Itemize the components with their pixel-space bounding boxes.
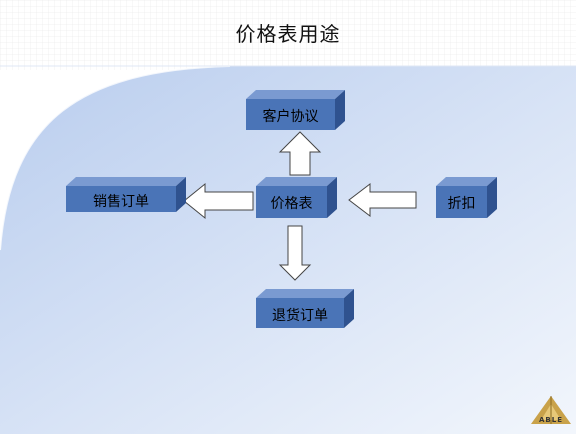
box-price-list — [256, 177, 337, 218]
white-arc — [0, 65, 231, 251]
header-grid — [0, 0, 576, 70]
box-discount — [436, 177, 497, 218]
able-logo-text: ABLE — [539, 416, 563, 424]
label-discount: 折扣 — [447, 196, 476, 212]
arrow-up — [278, 131, 322, 176]
arrow-down — [278, 225, 312, 281]
label-price-list: 价格表 — [270, 196, 313, 212]
label-sales-order: 销售订单 — [93, 194, 149, 210]
label-return-order: 退货订单 — [272, 308, 328, 324]
slide-title: 价格表用途 — [235, 22, 341, 46]
box-customer-agreement — [246, 90, 345, 130]
label-customer-agreement: 客户协议 — [262, 109, 319, 125]
arrow-left — [183, 182, 254, 220]
box-sales-order — [66, 177, 186, 212]
arrow-from-discount — [348, 182, 417, 218]
box-return-order — [256, 289, 354, 328]
able-logo-mark — [531, 396, 571, 424]
